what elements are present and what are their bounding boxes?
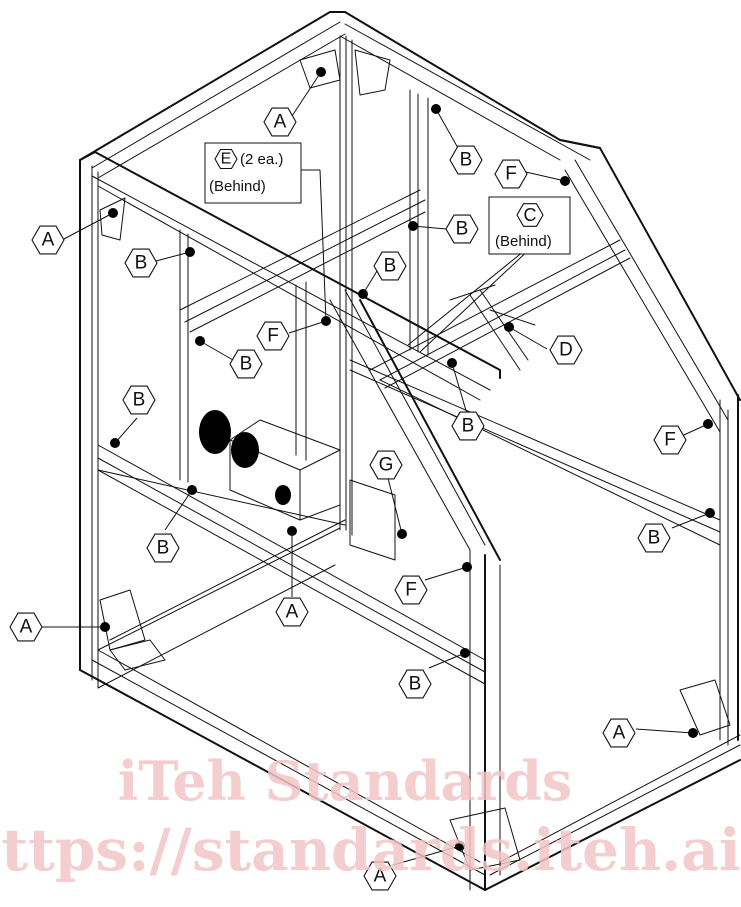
callout-e: E xyxy=(214,148,238,170)
callout-label: B xyxy=(384,256,397,277)
callout-label: B xyxy=(648,528,661,549)
callout-a: A xyxy=(263,107,297,137)
note-c-behind: (Behind) xyxy=(495,233,552,250)
callout-label: B xyxy=(135,253,148,274)
callout-label: A xyxy=(20,617,33,638)
callout-f: F xyxy=(494,159,528,189)
callout-b: B xyxy=(449,145,483,175)
note-e-behind: (Behind) xyxy=(209,178,266,195)
callout-b: B xyxy=(637,523,671,553)
callout-f: F xyxy=(256,321,290,351)
callout-label: A xyxy=(286,602,299,623)
callout-b: B xyxy=(122,385,156,415)
callout-a: A xyxy=(363,861,397,891)
note-e-qty: (2 ea.) xyxy=(240,151,283,168)
callout-label: A xyxy=(42,230,55,251)
callout-a: A xyxy=(31,225,65,255)
callout-d: D xyxy=(549,335,583,365)
callout-label: F xyxy=(267,326,279,347)
callout-g: G xyxy=(369,450,403,480)
callout-b: B xyxy=(445,214,479,244)
callout-label: A xyxy=(613,723,626,744)
callout-label: B xyxy=(460,150,473,171)
callout-b: B xyxy=(398,669,432,699)
callout-a: A xyxy=(602,718,636,748)
callout-label: B xyxy=(456,219,469,240)
callout-f: F xyxy=(394,575,428,605)
callout-b: B xyxy=(373,251,407,281)
watermark: iTeh Standards (https://standards.iteh.a… xyxy=(0,749,741,884)
callout-label: A xyxy=(374,866,387,887)
callout-label: G xyxy=(379,455,394,476)
callout-a: A xyxy=(275,597,309,627)
note-e: E (2 ea.) (Behind) xyxy=(204,142,302,204)
callout-label: B xyxy=(240,354,253,375)
callout-f: F xyxy=(653,425,687,455)
callout-label: B xyxy=(409,674,422,695)
callout-label: B xyxy=(462,416,475,437)
frame-structure xyxy=(79,11,741,891)
callout-b: B xyxy=(124,248,158,278)
callout-label: B xyxy=(133,390,146,411)
callout-label: E xyxy=(221,151,232,168)
note-c: C (Behind) xyxy=(488,196,571,255)
callout-label: B xyxy=(157,538,170,559)
callout-b: B xyxy=(229,349,263,379)
callout-label: F xyxy=(505,164,517,185)
callouts: A A A A A A B B xyxy=(9,107,687,891)
callout-label: A xyxy=(274,112,287,133)
watermark-line-1: iTeh Standards xyxy=(118,749,572,813)
callout-label: F xyxy=(664,430,676,451)
callout-c: C xyxy=(516,203,544,227)
callout-label: D xyxy=(559,340,573,361)
watermark-line-2: (https://standards.iteh.ai) xyxy=(0,816,741,884)
callout-b: B xyxy=(451,411,485,441)
callout-b: B xyxy=(146,533,180,563)
callout-label: C xyxy=(524,205,537,225)
callout-a: A xyxy=(9,612,43,642)
callout-label: F xyxy=(405,580,417,601)
